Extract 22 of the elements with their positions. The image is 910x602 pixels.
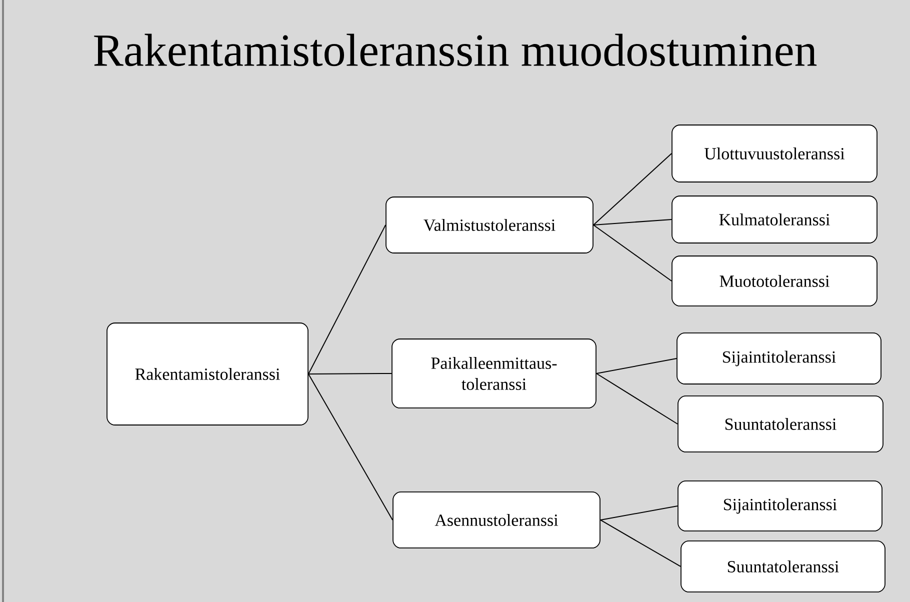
root-box: Rakentamistoleranssi [106, 322, 308, 426]
connector-line [596, 358, 678, 374]
connector-line [308, 373, 394, 520]
leaf-box: Suuntatoleranssi [680, 540, 886, 592]
category-box: Valmistustoleranssi [386, 196, 594, 254]
connector-line [600, 505, 678, 520]
connector-line [308, 224, 386, 374]
category-box: Asennustoleranssi [392, 492, 600, 548]
leaf-box: Muototoleranssi [672, 256, 878, 306]
leaf-box: Ulottuvuustoleranssi [672, 124, 878, 182]
leaf-box: Sijaintitoleranssi [676, 332, 882, 384]
connector-line [600, 519, 682, 567]
title: Rakentamistoleranssin muodostuminen [94, 34, 817, 66]
connector-line [592, 153, 672, 226]
leaf-box: Sijaintitoleranssi [678, 480, 882, 532]
leaf-box: Suuntatoleranssi [678, 396, 884, 452]
connector-line [592, 224, 672, 282]
leaf-box: Kulmatoleranssi [672, 196, 878, 244]
category-box: Paikalleenmittaus-toleranssi [392, 338, 596, 408]
connector-line [596, 373, 678, 424]
connector-line [308, 373, 392, 374]
connector-line [592, 219, 672, 226]
